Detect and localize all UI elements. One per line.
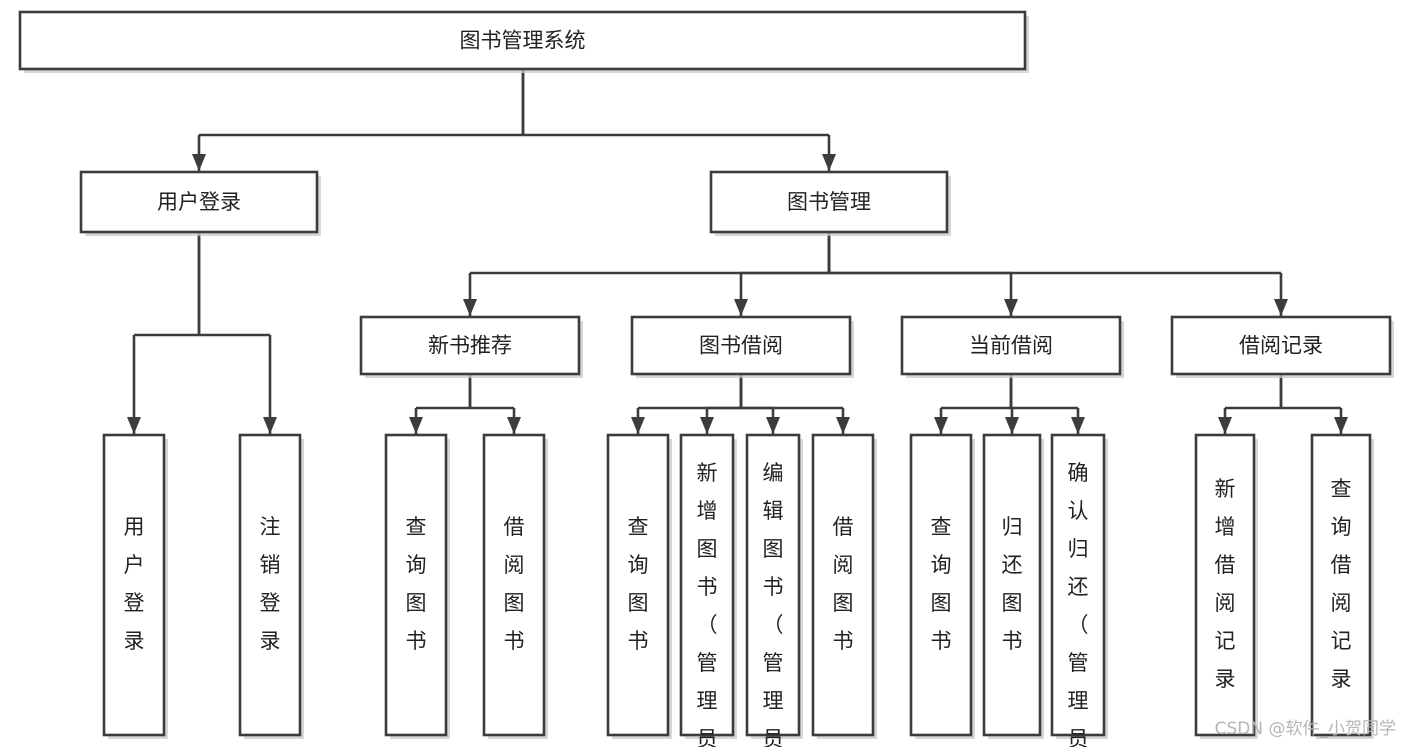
node-leaf-borrow-book-2[interactable]: 借阅图书 <box>811 433 877 739</box>
node-label: 借阅图书 <box>504 515 525 653</box>
node-leaf-user-login[interactable]: 用户登录 <box>102 433 168 739</box>
node-label: 确认归还（管理员） <box>1068 461 1089 747</box>
node-label: 图书借阅 <box>699 334 783 358</box>
node-leaf-query-book-3[interactable]: 查询图书 <box>909 433 975 739</box>
node-rect[interactable] <box>679 433 735 737</box>
node-rect[interactable] <box>745 433 801 737</box>
node-rect[interactable] <box>482 433 546 737</box>
node-label: 借阅图书 <box>833 515 854 653</box>
node-user-login[interactable]: 用户登录 <box>79 170 321 236</box>
node-label: 用户登录 <box>157 190 241 214</box>
node-label: 查询借阅记录 <box>1331 477 1352 691</box>
node-rect[interactable] <box>811 433 875 737</box>
node-book-manage[interactable]: 图书管理 <box>709 170 951 236</box>
node-label: 借阅记录 <box>1239 334 1323 358</box>
edges-layer <box>127 69 1348 434</box>
node-label: 图书管理 <box>787 190 871 214</box>
node-rect[interactable] <box>79 170 319 234</box>
node-rect[interactable] <box>238 433 302 737</box>
edge-user-login-to-leaf-logout <box>197 232 277 434</box>
node-leaf-add-book[interactable]: 新增图书（管理员） <box>679 433 737 747</box>
node-rect[interactable] <box>900 315 1122 376</box>
node-leaf-logout[interactable]: 注销登录 <box>238 433 304 739</box>
node-label: 查询图书 <box>931 515 952 653</box>
edge-current-borrow-to-leaf-query-book-3 <box>934 374 1013 434</box>
edge-root-to-book-manage <box>521 69 836 171</box>
edge-new-book-rec-to-leaf-query-book-1 <box>409 374 472 434</box>
edge-current-borrow-to-leaf-confirm-return <box>1009 374 1085 434</box>
node-rect[interactable] <box>359 315 581 376</box>
node-label: 归还图书 <box>1002 515 1023 653</box>
node-label: 新增借阅记录 <box>1215 477 1236 691</box>
csdn-watermark: CSDN @软件_小贺同学 <box>1215 719 1396 739</box>
edge-borrow-record-to-leaf-query-record <box>1279 374 1348 434</box>
nodes-layer: 图书管理系统用户登录图书管理新书推荐图书借阅当前借阅借阅记录用户登录注销登录查询… <box>18 10 1394 747</box>
node-label: 当前借阅 <box>969 334 1053 358</box>
node-rect[interactable] <box>384 433 448 737</box>
node-leaf-borrow-book-1[interactable]: 借阅图书 <box>482 433 548 739</box>
node-leaf-query-book-2[interactable]: 查询图书 <box>606 433 672 739</box>
node-rect[interactable] <box>606 433 670 737</box>
edge-book-manage-to-book-borrow <box>734 232 831 316</box>
node-leaf-add-record[interactable]: 新增借阅记录 <box>1194 433 1258 739</box>
node-rect[interactable] <box>630 315 852 376</box>
edge-book-borrow-to-leaf-borrow-book-2 <box>739 374 850 434</box>
node-label: 新书推荐 <box>428 334 512 358</box>
node-root[interactable]: 图书管理系统 <box>18 10 1029 73</box>
node-leaf-edit-book[interactable]: 编辑图书（管理员） <box>745 433 803 747</box>
edge-user-login-to-leaf-user-login <box>127 232 201 434</box>
node-leaf-return-book[interactable]: 归还图书 <box>982 433 1044 739</box>
node-label: 查询图书 <box>628 515 649 653</box>
node-label: 编辑图书（管理员） <box>763 461 784 747</box>
node-leaf-confirm-return[interactable]: 确认归还（管理员） <box>1050 433 1108 747</box>
node-new-book-rec[interactable]: 新书推荐 <box>359 315 583 378</box>
node-rect[interactable] <box>18 10 1027 71</box>
edge-book-manage-to-borrow-record <box>827 232 1288 316</box>
node-leaf-query-record[interactable]: 查询借阅记录 <box>1310 433 1374 739</box>
node-leaf-query-book-1[interactable]: 查询图书 <box>384 433 450 739</box>
node-rect[interactable] <box>102 433 166 737</box>
node-rect[interactable] <box>1194 433 1256 737</box>
node-current-borrow[interactable]: 当前借阅 <box>900 315 1124 378</box>
node-label: 用户登录 <box>124 515 145 653</box>
node-rect[interactable] <box>1050 433 1106 737</box>
node-borrow-record[interactable]: 借阅记录 <box>1170 315 1394 378</box>
edge-borrow-record-to-leaf-add-record <box>1218 374 1283 434</box>
edge-book-borrow-to-leaf-edit-book <box>739 374 780 434</box>
node-rect[interactable] <box>1170 315 1392 376</box>
edge-book-borrow-to-leaf-query-book-2 <box>631 374 743 434</box>
edge-root-to-user-login <box>192 69 525 171</box>
node-label: 注销登录 <box>260 515 281 653</box>
node-label: 新增图书（管理员） <box>697 461 718 747</box>
edge-new-book-rec-to-leaf-borrow-book-1 <box>468 374 521 434</box>
node-rect[interactable] <box>982 433 1042 737</box>
edge-book-borrow-to-leaf-add-book <box>700 374 743 434</box>
node-rect[interactable] <box>1310 433 1372 737</box>
node-rect[interactable] <box>909 433 973 737</box>
node-label: 图书管理系统 <box>460 29 586 53</box>
node-label: 查询图书 <box>406 515 427 653</box>
node-book-borrow[interactable]: 图书借阅 <box>630 315 854 378</box>
node-rect[interactable] <box>709 170 949 234</box>
